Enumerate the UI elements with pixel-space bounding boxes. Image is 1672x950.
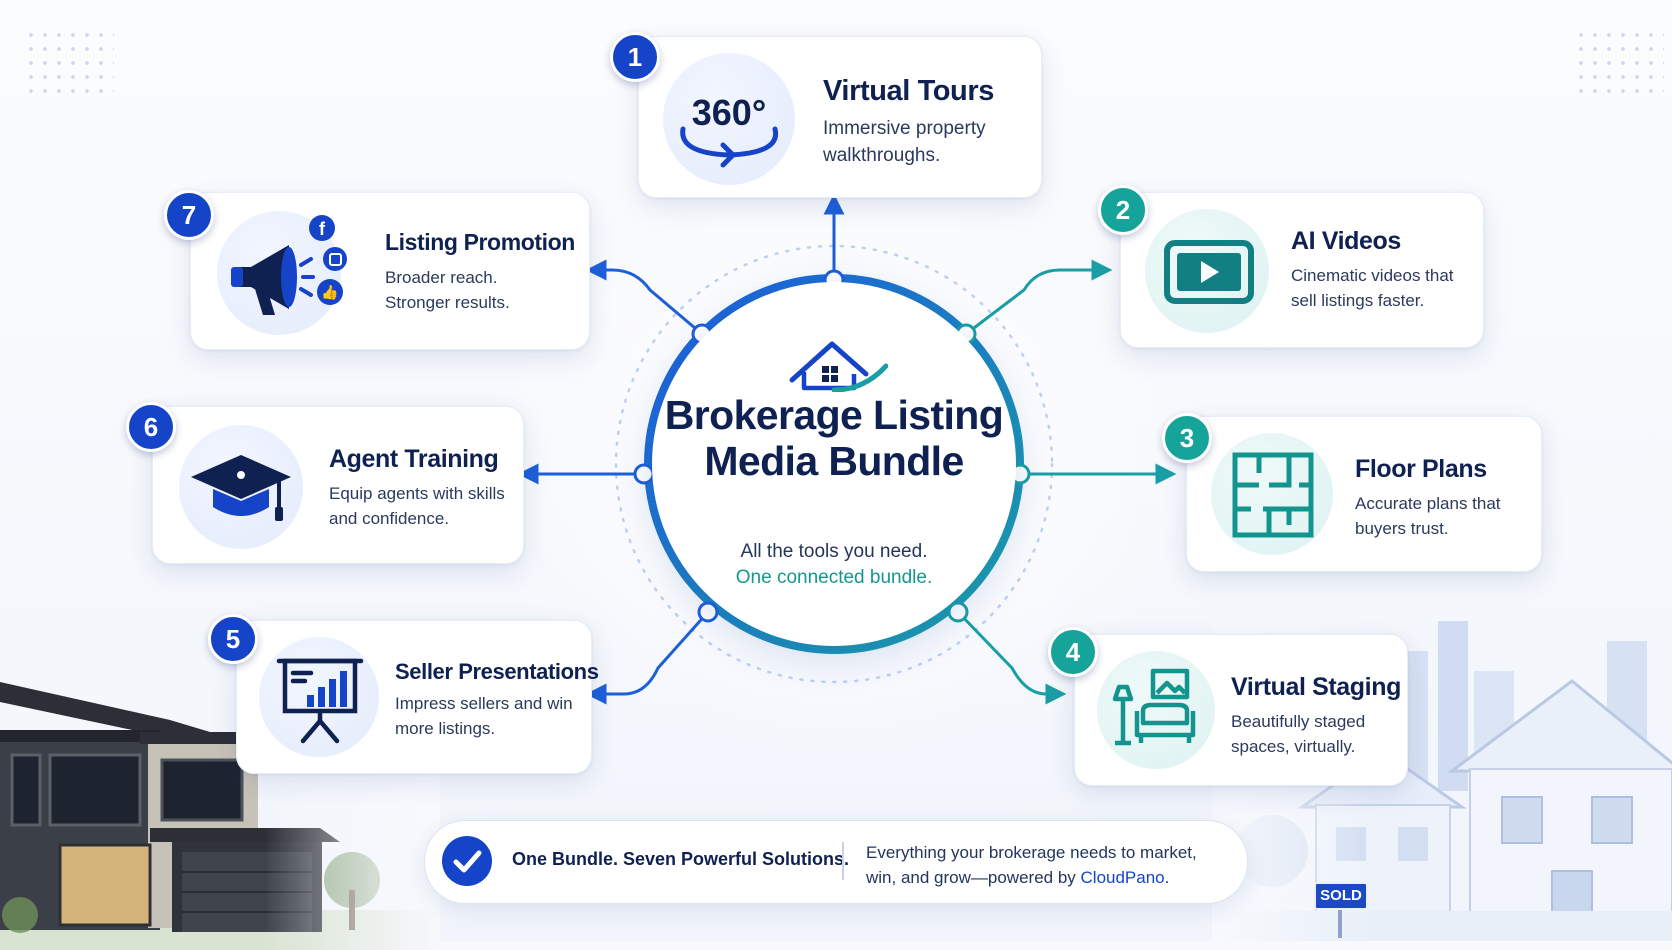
staged-sofa-icon xyxy=(1112,668,1196,746)
facebook-icon: f xyxy=(309,215,335,241)
agent-training-description: Equip agents with skills and confidence. xyxy=(329,484,505,528)
node-left xyxy=(633,463,655,485)
360-icon: 360° xyxy=(680,92,779,168)
floor-plan-icon xyxy=(1232,452,1314,538)
sold-sign-post xyxy=(1338,910,1342,938)
floor-plans-icon-circle xyxy=(1211,433,1333,555)
card-virtual-tours: 360° Virtual Tours Immersive property wa… xyxy=(638,36,1042,198)
summary-bar xyxy=(424,820,1248,904)
floor-plans-title: Floor Plans xyxy=(1355,455,1487,483)
badge-4: 4 xyxy=(1048,627,1098,677)
360-icon-text: 360° xyxy=(692,92,766,133)
summary-text: Everything your brokerage needs to marke… xyxy=(866,840,1226,890)
card-floor-plans: Floor Plans Accurate plans that buyers t… xyxy=(1186,416,1542,572)
summary-headline: One Bundle. Seven Powerful Solutions. xyxy=(512,849,850,869)
summary-text-end: . xyxy=(1164,868,1170,887)
card-agent-training: Agent Training Equip agents with skills … xyxy=(152,406,524,564)
listing-promotion-description: Broader reach. Stronger results. xyxy=(385,268,510,312)
decorative-dots-left xyxy=(24,28,114,98)
megaphone-icon xyxy=(231,245,315,315)
card-listing-promotion: f 👍 Listing Promotion Broader reach. Str… xyxy=(190,192,590,350)
badge-3: 3 xyxy=(1162,413,1212,463)
checkmark-icon xyxy=(442,836,492,886)
card-seller-presentations: Seller Presentations Impress sellers and… xyxy=(236,620,599,774)
card-ai-videos: AI Videos Cinematic videos that sell lis… xyxy=(1120,192,1484,348)
summary-text-main: Everything your brokerage needs to marke… xyxy=(866,843,1197,887)
agent-training-icon-circle xyxy=(179,425,303,549)
instagram-icon xyxy=(323,247,347,271)
connector-listing-promotion xyxy=(585,259,703,336)
seller-presentations-title: Seller Presentations xyxy=(395,659,599,684)
like-icon: 👍 xyxy=(317,279,343,305)
hub-title: Brokerage Listing Media Bundle xyxy=(664,392,1004,484)
summary-divider xyxy=(842,842,844,880)
badge-1: 1 xyxy=(610,32,660,82)
connector-seller-presentations xyxy=(585,611,710,705)
hub-subtitle-line1: All the tools you need. xyxy=(740,541,928,562)
badge-5: 5 xyxy=(208,614,258,664)
ai-videos-description: Cinematic videos that sell listings fast… xyxy=(1291,266,1454,310)
ai-videos-icon-circle xyxy=(1145,209,1269,333)
virtual-staging-icon-circle xyxy=(1097,651,1215,769)
badge-7: 7 xyxy=(164,190,214,240)
card-virtual-staging: Virtual Staging Beautifully staged space… xyxy=(1074,634,1408,786)
badge-2: 2 xyxy=(1098,185,1148,235)
connector-virtual-staging xyxy=(956,610,1067,705)
video-play-icon xyxy=(1164,240,1254,304)
agent-training-title: Agent Training xyxy=(329,445,499,473)
presentation-board-icon xyxy=(276,658,364,744)
connector-ai-videos xyxy=(965,259,1113,336)
hub-subtitle-line2: One connected bundle. xyxy=(735,567,933,588)
decorative-dots-right xyxy=(1574,28,1664,98)
virtual-tours-title: Virtual Tours xyxy=(823,75,994,107)
sold-sign: SOLD xyxy=(1314,882,1368,910)
badge-6: 6 xyxy=(126,402,176,452)
seller-presentations-description: Impress sellers and win more listings. xyxy=(395,694,573,738)
virtual-staging-description: Beautifully staged spaces, virtually. xyxy=(1231,712,1366,756)
node-bottom-right xyxy=(947,601,969,623)
brand-name: CloudPano xyxy=(1080,868,1165,887)
sold-sign-label: SOLD xyxy=(1320,887,1362,904)
listing-promotion-title: Listing Promotion xyxy=(385,229,575,255)
virtual-tours-description: Immersive property walkthroughs. xyxy=(823,118,986,166)
house-logo-icon xyxy=(789,341,888,392)
ai-videos-title: AI Videos xyxy=(1291,227,1401,255)
graduation-cap-icon xyxy=(191,455,291,521)
virtual-staging-title: Virtual Staging xyxy=(1231,673,1401,701)
node-bottom-left xyxy=(697,601,719,623)
seller-presentations-icon-circle xyxy=(259,637,379,757)
virtual-tours-icon-circle: 360° xyxy=(663,53,795,185)
floor-plans-description: Accurate plans that buyers trust. xyxy=(1355,494,1501,538)
